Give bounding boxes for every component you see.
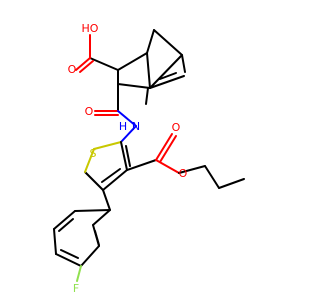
fluorophenyl-group: F xyxy=(53,189,111,295)
bond xyxy=(93,141,122,150)
bond xyxy=(146,52,151,89)
hydroxyl-label: HO xyxy=(82,22,99,35)
bond xyxy=(74,209,111,212)
bond xyxy=(92,209,111,226)
bond xyxy=(55,253,82,267)
bond xyxy=(155,159,180,174)
bond xyxy=(89,57,119,71)
bicyclic-core xyxy=(117,29,186,105)
double-bond xyxy=(79,60,94,73)
fluorine-label: F xyxy=(73,282,79,295)
double-bond xyxy=(159,135,177,163)
amide-hydrogen-label: H xyxy=(119,120,127,133)
bond xyxy=(145,87,149,105)
molecule-structure-canvas: O HO O H N S xyxy=(53,22,245,295)
molecule-structure: O HO O H N S xyxy=(53,22,245,295)
bond xyxy=(80,245,100,267)
bond xyxy=(153,29,183,56)
bond xyxy=(102,189,111,211)
bond xyxy=(117,110,137,127)
bond xyxy=(126,159,157,171)
bond xyxy=(178,165,206,174)
double-bond xyxy=(94,230,100,246)
bond xyxy=(218,178,245,189)
bond xyxy=(149,75,185,89)
double-bond xyxy=(125,145,131,167)
double-bond xyxy=(75,57,91,71)
bond xyxy=(146,29,155,54)
bond xyxy=(84,171,104,191)
thiophene-ring: S xyxy=(84,141,131,191)
bond xyxy=(53,228,57,255)
ester-carbonyl-oxygen-label: O xyxy=(172,121,181,134)
bond xyxy=(117,83,151,89)
bond xyxy=(102,169,128,191)
bond xyxy=(204,165,220,189)
carboxylic-acid-group: O HO xyxy=(68,22,119,76)
ester-group: O O xyxy=(126,121,245,189)
amide-nitrogen-label: N xyxy=(132,120,140,133)
bond xyxy=(149,54,183,89)
acid-carbonyl-oxygen-label: O xyxy=(68,63,77,76)
double-bond xyxy=(58,218,74,232)
thiophene-sulfur-label: S xyxy=(90,147,97,160)
bond xyxy=(181,54,186,73)
double-bond xyxy=(60,249,79,259)
amide-oxygen-label: O xyxy=(85,105,94,118)
bond xyxy=(53,210,76,230)
amide-linker: O H N xyxy=(85,83,140,143)
bond xyxy=(84,148,95,173)
ester-oxygen-label: O xyxy=(179,167,188,180)
double-bond xyxy=(101,168,121,183)
double-bond xyxy=(155,133,173,161)
bond xyxy=(120,141,128,171)
double-bond xyxy=(159,72,177,80)
bond xyxy=(117,52,148,71)
bond xyxy=(120,125,137,143)
bond xyxy=(76,265,82,282)
